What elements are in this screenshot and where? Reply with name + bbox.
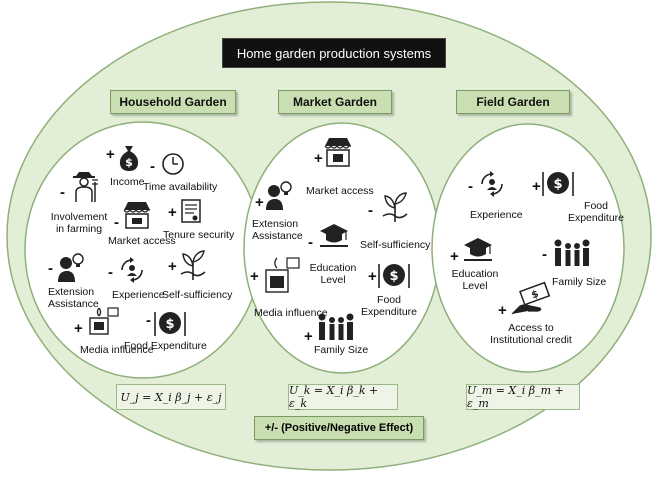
food-expenditure-icon: $: [378, 264, 410, 288]
market-extension-line2: Assistance: [252, 230, 303, 242]
advisor-bulb-icon: [266, 181, 292, 210]
market-food-line2: Expenditure: [360, 306, 418, 318]
svg-text:$: $: [165, 317, 174, 332]
field-education-sign: +: [450, 248, 459, 265]
family-icon: [554, 239, 590, 266]
field-equation: U_m = X_i β_m + ε_m: [466, 384, 580, 410]
household-extension-line2: Assistance: [48, 298, 99, 310]
graduation-cap-icon: [464, 238, 492, 261]
household-time-label: Time availability: [143, 181, 218, 193]
market-market-access-label: Market access: [306, 185, 374, 197]
clock-icon: [162, 153, 184, 175]
household-self-sufficiency-sign: +: [168, 258, 177, 275]
household-food-sign: -: [146, 312, 151, 329]
field-credit-line2: Institutional credit: [490, 334, 572, 346]
household-market-access-sign: -: [114, 214, 119, 231]
field-education-label: Education Level: [450, 268, 500, 292]
household-food-label: Food Expenditure: [124, 340, 207, 352]
household-tenure-label: Tenure security: [163, 229, 235, 241]
market-extension-sign: +: [255, 194, 264, 211]
market-self-sufficiency-label: Self-sufficiency: [360, 239, 431, 251]
plant-hand-icon: [382, 192, 408, 222]
field-ellipse: [431, 123, 625, 373]
svg-text:$: $: [553, 177, 562, 192]
market-education-line2: Level: [320, 274, 346, 286]
farmer-icon: [73, 172, 98, 202]
diagram-title: Home garden production systems: [222, 38, 446, 68]
effect-legend: +/- (Positive/Negative Effect): [254, 416, 424, 440]
household-income-sign: +: [106, 146, 115, 163]
market-equation: U_k = X_i β_k + ε_k: [288, 384, 398, 410]
market-family-sign: +: [304, 328, 313, 345]
market-education-sign: -: [308, 234, 313, 251]
field-credit-sign: +: [498, 302, 507, 319]
household-involvement-line2: in farming: [55, 223, 103, 235]
field-garden-header: Field Garden: [456, 90, 570, 114]
market-food-line1: Food: [377, 294, 401, 306]
household-media-sign: +: [74, 320, 83, 337]
plant-hand-icon: [180, 250, 206, 280]
field-food-line1: Food: [584, 200, 608, 212]
market-extension-line1: Extension: [252, 218, 299, 230]
svg-text:$: $: [389, 269, 398, 284]
market-education-line1: Education: [309, 262, 357, 274]
field-family-sign: -: [542, 246, 547, 263]
money-bag-icon: $: [119, 146, 139, 171]
field-food-line2: Expenditure: [567, 212, 625, 224]
market-extension-label: Extension Assistance: [252, 218, 303, 242]
market-stall-icon: [123, 202, 150, 229]
media-broadcast-icon: [265, 257, 300, 293]
household-garden-header: Household Garden: [110, 90, 236, 114]
market-garden-header: Market Garden: [278, 90, 392, 114]
market-food-label: Food Expenditure: [358, 294, 420, 318]
market-stall-icon: [324, 138, 351, 167]
household-extension-label: Extension Assistance: [48, 286, 99, 310]
market-self-sufficiency-sign: -: [368, 202, 373, 219]
field-family-label: Family Size: [552, 276, 607, 288]
market-media-label: Media influence: [254, 307, 328, 319]
market-market-access-sign: +: [314, 150, 323, 167]
advisor-bulb-icon: [58, 253, 84, 282]
household-involvement-line1: Involvement: [50, 211, 108, 223]
field-education-line1: Education: [451, 268, 499, 280]
media-broadcast-icon: [89, 307, 119, 335]
field-credit-line1: Access to: [508, 322, 554, 334]
experience-cycle-icon: [121, 257, 143, 283]
food-expenditure-icon: $: [542, 172, 574, 196]
household-experience-label: Experience: [112, 289, 165, 301]
field-credit-label: Access to Institutional credit: [476, 322, 586, 346]
document-icon: [181, 199, 201, 223]
household-experience-sign: -: [108, 264, 113, 281]
svg-text:$: $: [530, 289, 540, 302]
household-involvement-label: Involvement in farming: [46, 211, 112, 235]
household-extension-sign: -: [48, 260, 53, 277]
household-media-label: Media influence: [80, 344, 154, 356]
food-expenditure-icon: $: [154, 312, 186, 336]
field-food-sign: +: [532, 178, 541, 195]
field-food-label: Food Expenditure: [566, 200, 626, 224]
experience-cycle-icon: [481, 171, 503, 197]
market-family-label: Family Size: [314, 344, 369, 356]
family-icon: [318, 313, 354, 340]
field-experience-label: Experience: [470, 209, 523, 221]
household-involvement-sign: -: [60, 184, 65, 201]
graduation-cap-icon: [320, 224, 348, 247]
household-equation: U_j = X_i β_j + ε_j: [116, 384, 226, 410]
svg-text:$: $: [125, 156, 133, 169]
household-income-label: Income: [110, 176, 145, 188]
field-education-line2: Level: [462, 280, 488, 292]
household-tenure-sign: +: [168, 204, 177, 221]
household-time-sign: -: [150, 158, 155, 175]
cash-hand-icon: $: [511, 281, 551, 315]
market-education-label: Education Level: [308, 262, 358, 286]
market-media-sign: +: [250, 268, 259, 285]
household-market-access-label: Market access: [108, 235, 176, 247]
field-experience-sign: -: [468, 178, 473, 195]
market-food-sign: +: [368, 268, 377, 285]
household-extension-line1: Extension: [48, 286, 95, 298]
household-self-sufficiency-label: Self-sufficiency: [162, 289, 233, 301]
